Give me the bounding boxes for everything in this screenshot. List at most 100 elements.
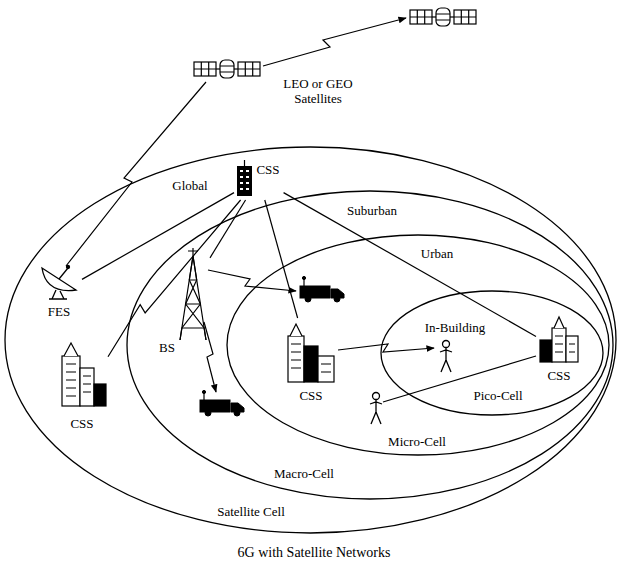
satellite bbox=[410, 8, 476, 26]
radio-link bbox=[204, 322, 216, 392]
text-slot: LEO or GEO Satellites bbox=[272, 76, 364, 106]
station-label: FES bbox=[47, 304, 71, 319]
cell-boundary bbox=[127, 191, 613, 499]
css-station: CSS bbox=[536, 312, 582, 387]
css-building bbox=[240, 171, 249, 189]
station-label: CSS bbox=[255, 162, 280, 177]
truck bbox=[200, 390, 244, 416]
uplink bbox=[66, 82, 206, 266]
css-building bbox=[566, 336, 578, 362]
earth-station-dish bbox=[49, 290, 67, 299]
text-slot: Macro-Cell bbox=[273, 464, 335, 482]
css-building bbox=[94, 384, 106, 406]
css-building bbox=[66, 364, 76, 396]
satellite-cell: GlobalSatellite Cell SuburbanMacro-Cell Ur… bbox=[4, 146, 617, 534]
css-building bbox=[318, 356, 334, 382]
css-building bbox=[64, 343, 78, 356]
css-building bbox=[237, 160, 252, 196]
text-slot: Micro-Cell bbox=[387, 432, 447, 450]
station-label: CSS bbox=[546, 368, 571, 383]
css-building bbox=[552, 328, 566, 362]
radio-link bbox=[338, 344, 434, 352]
text-slot: In-Building bbox=[424, 318, 487, 336]
satellite bbox=[194, 60, 260, 78]
macro-cell: SuburbanMacro-Cell UrbanMicro-Cell In-Buil… bbox=[126, 190, 614, 500]
css-building bbox=[540, 317, 578, 362]
css-building bbox=[555, 336, 563, 352]
radio-link bbox=[383, 356, 536, 402]
cell-type: Satellite Cell bbox=[216, 504, 286, 519]
station-label: CSS bbox=[69, 416, 94, 431]
cell-outline bbox=[226, 234, 610, 456]
css-building bbox=[237, 166, 252, 196]
css-building bbox=[291, 344, 301, 368]
css-station: CSS bbox=[56, 340, 108, 435]
person bbox=[370, 393, 382, 425]
text-slot: CSS bbox=[546, 366, 571, 384]
css-building bbox=[244, 160, 245, 166]
figure-caption: 6G with Satellite Networks bbox=[237, 544, 392, 561]
satellite-label: LEO or GEO Satellites bbox=[272, 76, 364, 106]
css-building bbox=[62, 356, 80, 406]
css-building bbox=[62, 343, 106, 406]
text-slot: Pico-Cell bbox=[472, 386, 523, 404]
cell-type: Macro-Cell bbox=[273, 466, 335, 481]
css-building bbox=[569, 344, 575, 352]
cell-name: In-Building bbox=[424, 320, 487, 335]
text-slot: FES bbox=[47, 302, 71, 320]
earth-station-dish bbox=[59, 268, 68, 279]
base-station-tower bbox=[180, 256, 206, 340]
cell-boundary bbox=[5, 147, 616, 533]
css-station: CSS bbox=[234, 157, 284, 200]
cell-outline bbox=[126, 190, 614, 500]
network-link bbox=[82, 193, 234, 280]
earth-station-dish bbox=[67, 266, 70, 269]
cell-type: Pico-Cell bbox=[472, 388, 523, 403]
satellite bbox=[410, 8, 476, 26]
text-slot: CSS bbox=[69, 414, 94, 432]
earth-station-dish bbox=[42, 268, 76, 291]
earth-station: FES bbox=[36, 262, 82, 323]
person bbox=[440, 341, 452, 373]
person bbox=[440, 341, 452, 373]
cell-boundary bbox=[227, 235, 609, 455]
css-building bbox=[83, 376, 91, 392]
truck bbox=[300, 276, 344, 302]
css-building bbox=[540, 340, 552, 362]
text-slot: Urban bbox=[420, 244, 455, 262]
text-slot: CSS bbox=[255, 160, 280, 178]
person bbox=[370, 393, 382, 425]
text-slot: Suburban bbox=[346, 201, 398, 219]
cell-name: Urban bbox=[420, 246, 455, 261]
css-building bbox=[80, 368, 94, 406]
base-station-tower bbox=[180, 248, 206, 340]
cell-boundary bbox=[381, 291, 603, 415]
text-slot: BS bbox=[158, 338, 176, 356]
text-slot: 6G with Satellite Networks bbox=[237, 543, 392, 561]
cell-name: Global bbox=[171, 178, 208, 193]
text-slot: Global bbox=[171, 176, 208, 194]
pico-cell: In-BuildingPico-Cell CSS bbox=[380, 290, 604, 416]
base-station: BS bbox=[155, 246, 210, 359]
truck bbox=[200, 390, 244, 416]
station-label: CSS bbox=[298, 388, 323, 403]
satellite bbox=[194, 60, 260, 78]
cell-name: Suburban bbox=[346, 203, 398, 218]
truck bbox=[300, 276, 344, 302]
css-building bbox=[288, 336, 304, 382]
css-station: CSS bbox=[282, 318, 338, 407]
css-building bbox=[554, 317, 564, 328]
base-station-tower bbox=[180, 256, 206, 340]
text-slot: CSS bbox=[298, 386, 323, 404]
css-building bbox=[290, 324, 302, 336]
station-label: BS bbox=[158, 340, 176, 355]
css-building bbox=[304, 346, 318, 382]
earth-station-dish bbox=[42, 266, 76, 300]
satellite-link bbox=[263, 18, 406, 66]
network-link bbox=[210, 200, 246, 258]
micro-cell: UrbanMicro-Cell In-BuildingPico-Cell CSS CS… bbox=[226, 234, 610, 456]
radio-link bbox=[208, 270, 296, 291]
network-link bbox=[265, 200, 298, 318]
text-slot: Satellite Cell bbox=[216, 502, 286, 520]
